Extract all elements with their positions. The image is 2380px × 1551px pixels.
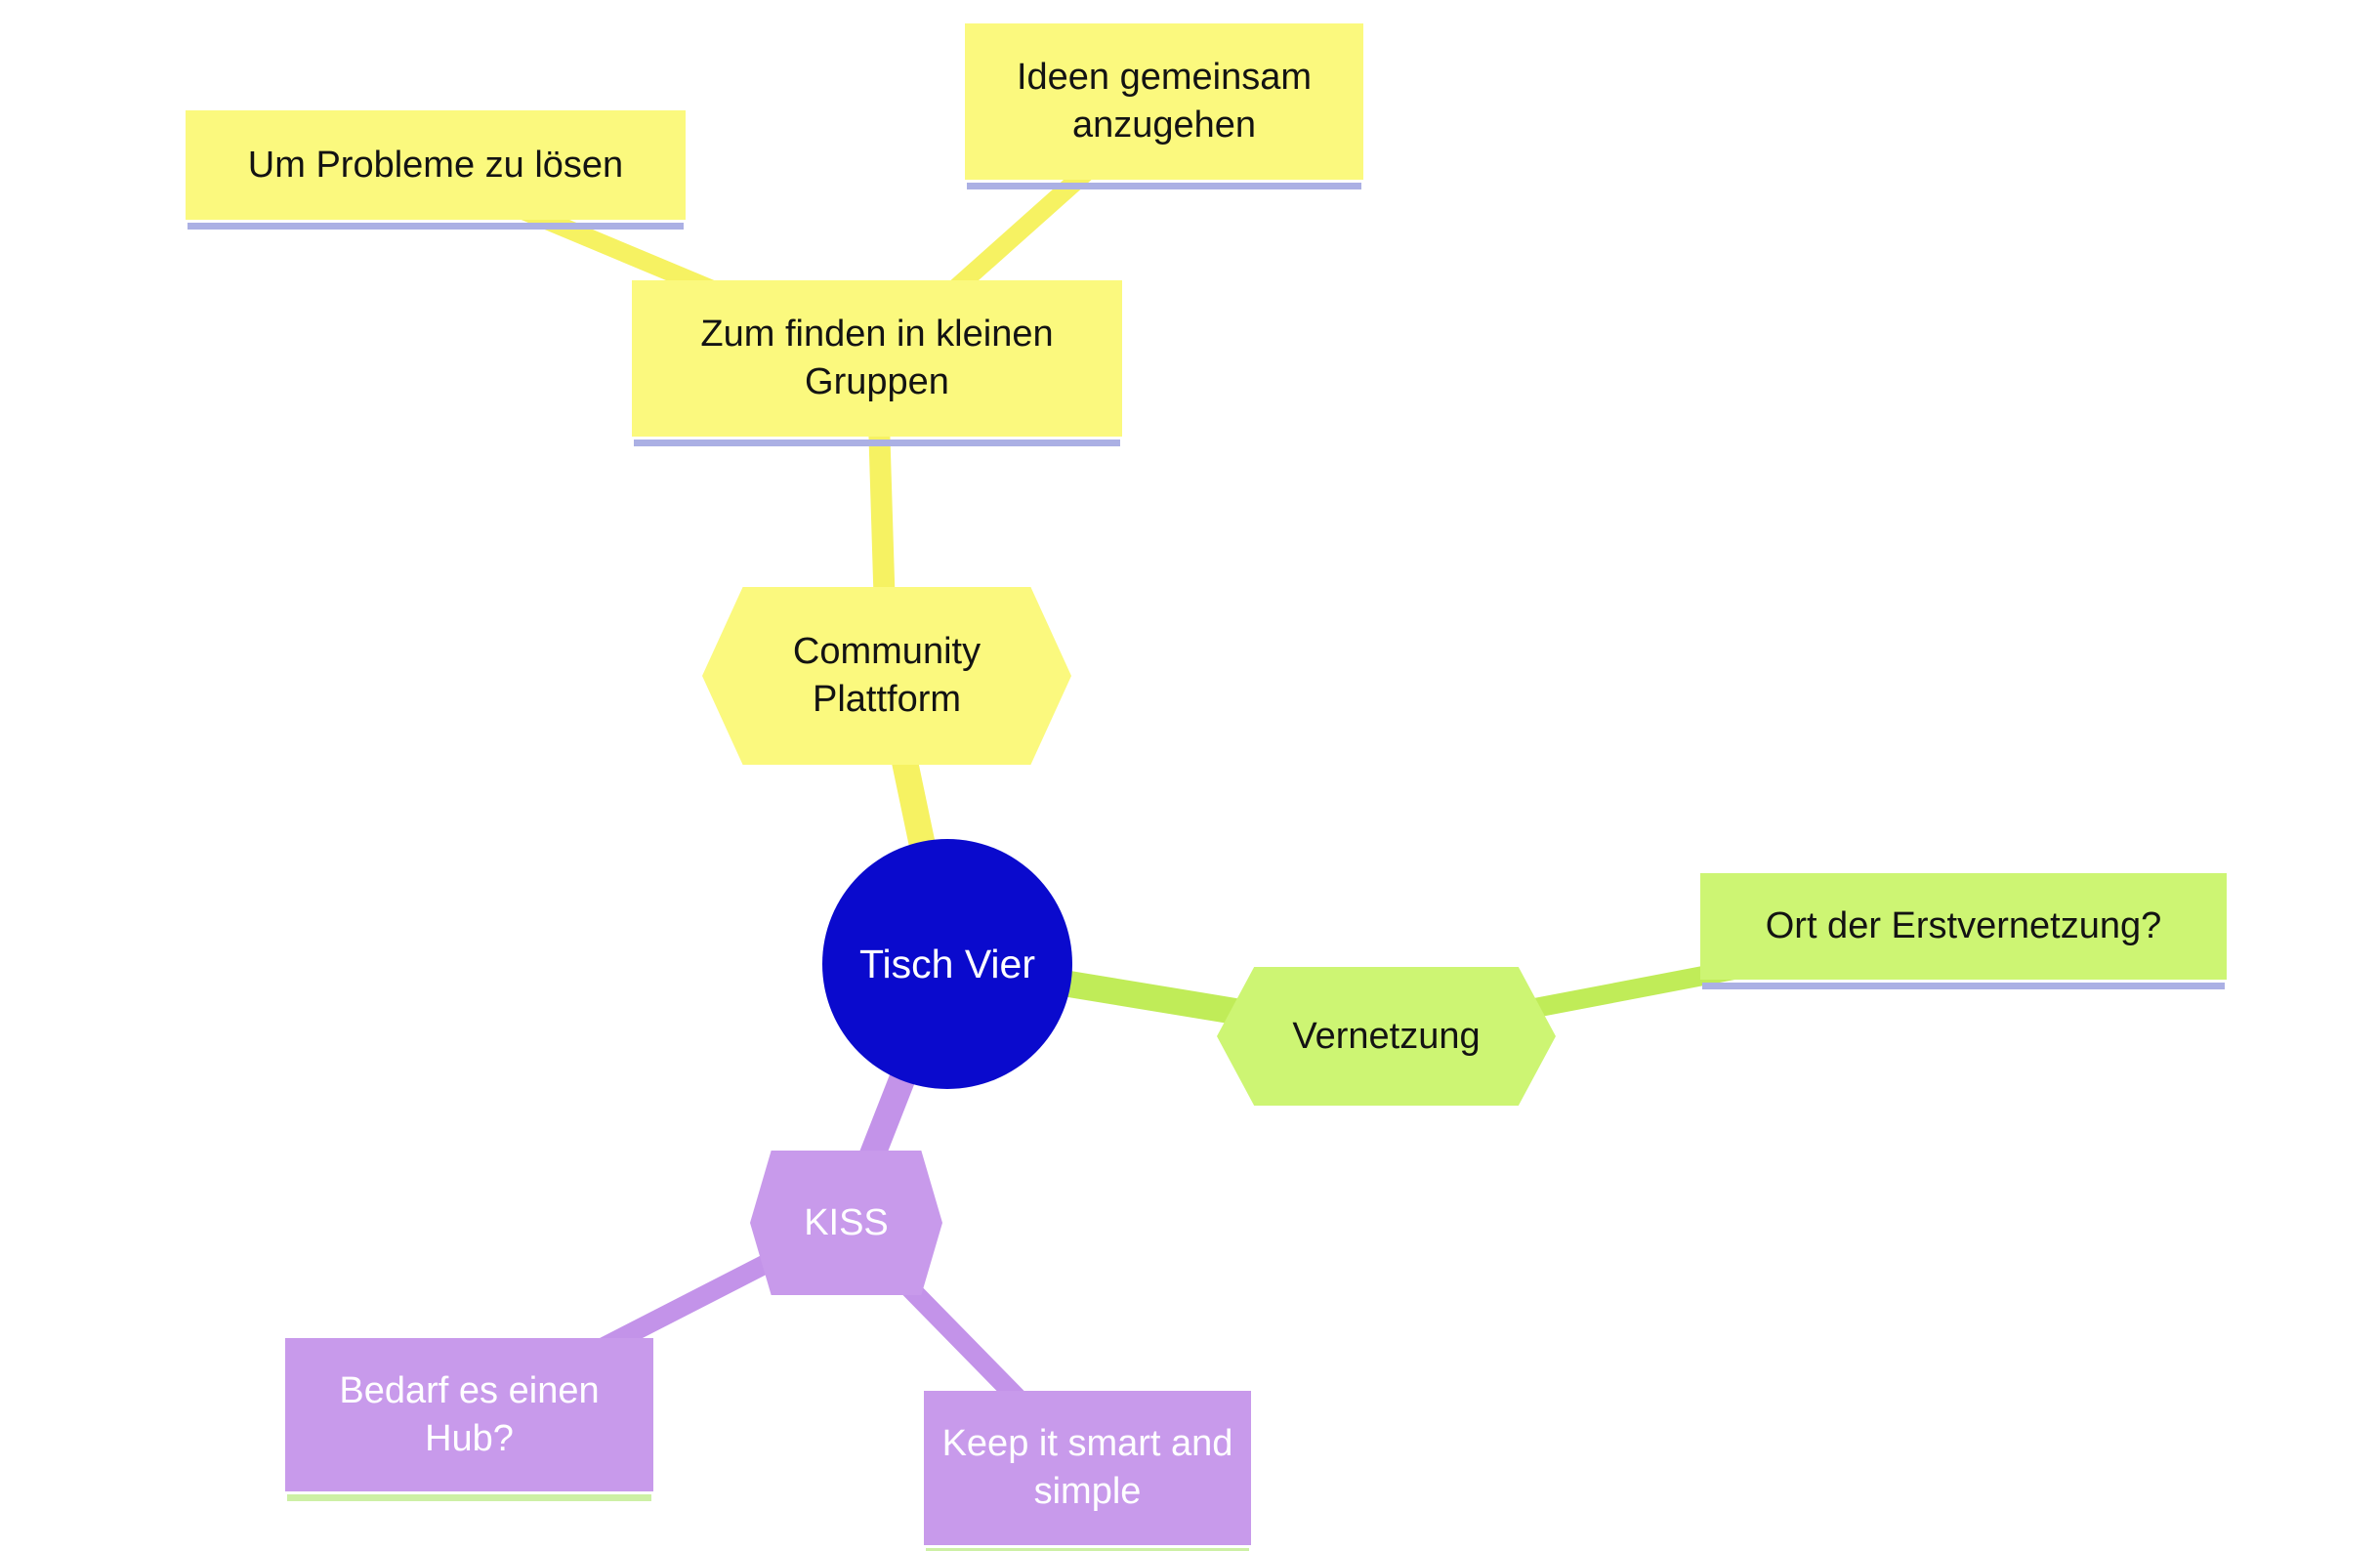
node-vernetzung-label: Vernetzung [1292, 1015, 1481, 1057]
node-keep-it-smart[interactable]: Keep it smart and simple [924, 1391, 1251, 1551]
node-ort-der-erstvernetzung-label: Ort der Erstvernetzung? [1765, 905, 2162, 947]
node-community-plattform-label: Community Plattform [792, 631, 981, 720]
node-tisch-vier-root[interactable]: Tisch Vier [822, 839, 1072, 1089]
node-ideen-label: Ideen gemeinsam anzugehen [1016, 57, 1313, 146]
node-ort-der-erstvernetzung[interactable]: Ort der Erstvernetzung? [1700, 873, 2227, 989]
node-bedarf-hub[interactable]: Bedarf es einen Hub? [285, 1338, 653, 1501]
node-tisch-vier-label: Tisch Vier [859, 941, 1035, 986]
node-um-probleme[interactable]: Um Probleme zu lösen [186, 110, 686, 230]
node-um-probleme-label: Um Probleme zu lösen [247, 144, 624, 186]
node-vernetzung[interactable]: Vernetzung [1217, 967, 1556, 1106]
node-kiss[interactable]: KISS [750, 1151, 942, 1295]
node-zum-finden[interactable]: Zum finden in kleinen Gruppen [632, 280, 1122, 446]
node-zum-finden-label: Zum finden in kleinen Gruppen [700, 314, 1054, 402]
node-bedarf-hub-label: Bedarf es einen Hub? [339, 1369, 600, 1459]
node-kiss-label: KISS [804, 1201, 889, 1243]
node-keep-it-smart-label: Keep it smart and simple [941, 1423, 1233, 1512]
node-ideen[interactable]: Ideen gemeinsam anzugehen [965, 23, 1363, 189]
node-community-plattform[interactable]: Community Plattform [702, 587, 1071, 765]
